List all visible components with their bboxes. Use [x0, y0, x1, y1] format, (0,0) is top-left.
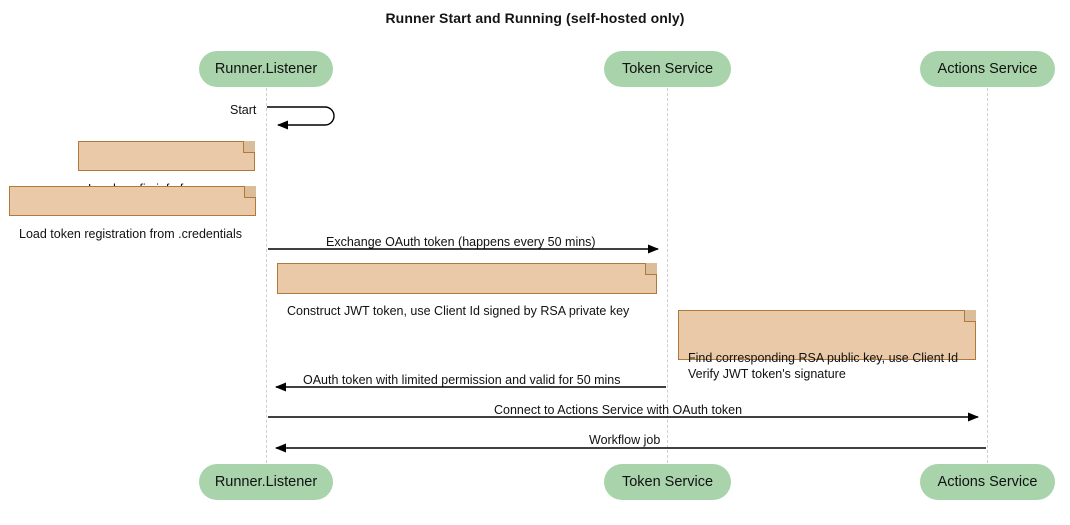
- participant-label: Actions Service: [937, 474, 1038, 490]
- participant-label: Token Service: [621, 474, 714, 490]
- page-title: Runner Start and Running (self-hosted on…: [385, 10, 685, 26]
- note-fold-icon: [244, 186, 256, 198]
- lifeline-actions-service: [987, 88, 988, 463]
- note-load-config: Load config info from .runner: [78, 141, 255, 212]
- participant-label: Token Service: [621, 61, 714, 77]
- note-verify-jwt-signature: Find corresponding RSA public key, use C…: [678, 310, 976, 381]
- participant-token-service-bottom[interactable]: Token Service: [604, 464, 731, 500]
- message-label-connect-to-actions: Connect to Actions Service with OAuth to…: [494, 403, 743, 417]
- message-label-start: Start: [230, 103, 257, 117]
- lifeline-runner: [266, 88, 267, 463]
- note-fold-icon: [243, 141, 255, 153]
- participant-label: Runner.Listener: [214, 474, 318, 490]
- note-construct-jwt-token: Construct JWT token, use Client Id signe…: [277, 263, 657, 318]
- participant-actions-service-bottom[interactable]: Actions Service: [920, 464, 1055, 500]
- note-text: Construct JWT token, use Client Id signe…: [287, 304, 630, 318]
- message-label-workflow-job: Workflow job: [589, 433, 661, 447]
- participant-runner-listener-top[interactable]: Runner.Listener: [199, 51, 333, 87]
- note-load-token-registration: Load token registration from .credential…: [9, 186, 256, 241]
- note-fold-icon: [964, 310, 976, 322]
- message-label-exchange-oauth-token: Exchange OAuth token (happens every 50 m…: [326, 235, 596, 249]
- note-fold-icon: [645, 263, 657, 275]
- message-label-oauth-token-response: OAuth token with limited permission and …: [303, 373, 621, 387]
- lifeline-token-service: [667, 88, 668, 463]
- arrow-start-self-loop: [267, 106, 335, 130]
- note-text: Find corresponding RSA public key, use C…: [688, 351, 959, 381]
- participant-actions-service-top[interactable]: Actions Service: [920, 51, 1055, 87]
- participant-token-service-top[interactable]: Token Service: [604, 51, 731, 87]
- participant-label: Actions Service: [937, 61, 1038, 77]
- participant-label: Runner.Listener: [214, 61, 318, 77]
- note-text: Load token registration from .credential…: [19, 227, 243, 241]
- participant-runner-listener-bottom[interactable]: Runner.Listener: [199, 464, 333, 500]
